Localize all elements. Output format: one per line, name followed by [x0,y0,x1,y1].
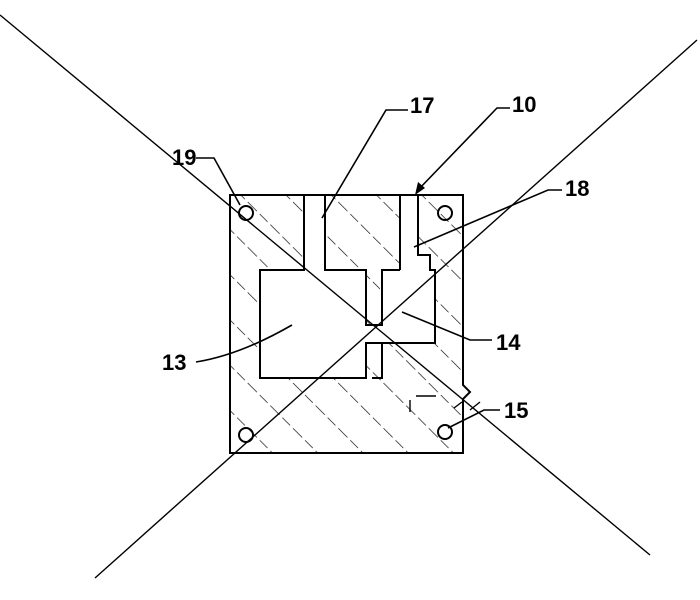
label-10: 10 [512,92,536,117]
leader-15 [447,409,500,429]
leader-18 [413,189,562,248]
label-18: 18 [565,176,589,201]
leader-14 [401,311,492,341]
leader-13 [195,324,293,363]
mounting-hole-bottom-right [437,424,453,440]
label-19: 19 [172,145,196,170]
label-14: 14 [496,330,521,355]
detail-15-mark [409,395,481,412]
mounting-hole-top-left [238,205,254,221]
mounting-hole-top-right [437,205,453,221]
label-15: 15 [504,398,528,423]
chamber-14-outline [382,195,436,344]
cavity-13-right-outline [324,195,400,326]
leader-19 [196,157,241,206]
label-17: 17 [410,93,434,118]
mounting-hole-bottom-left [238,427,254,443]
arrowhead-10 [415,182,425,195]
label-13: 13 [162,350,186,375]
leader-10 [417,107,510,191]
leader-17 [321,109,408,219]
